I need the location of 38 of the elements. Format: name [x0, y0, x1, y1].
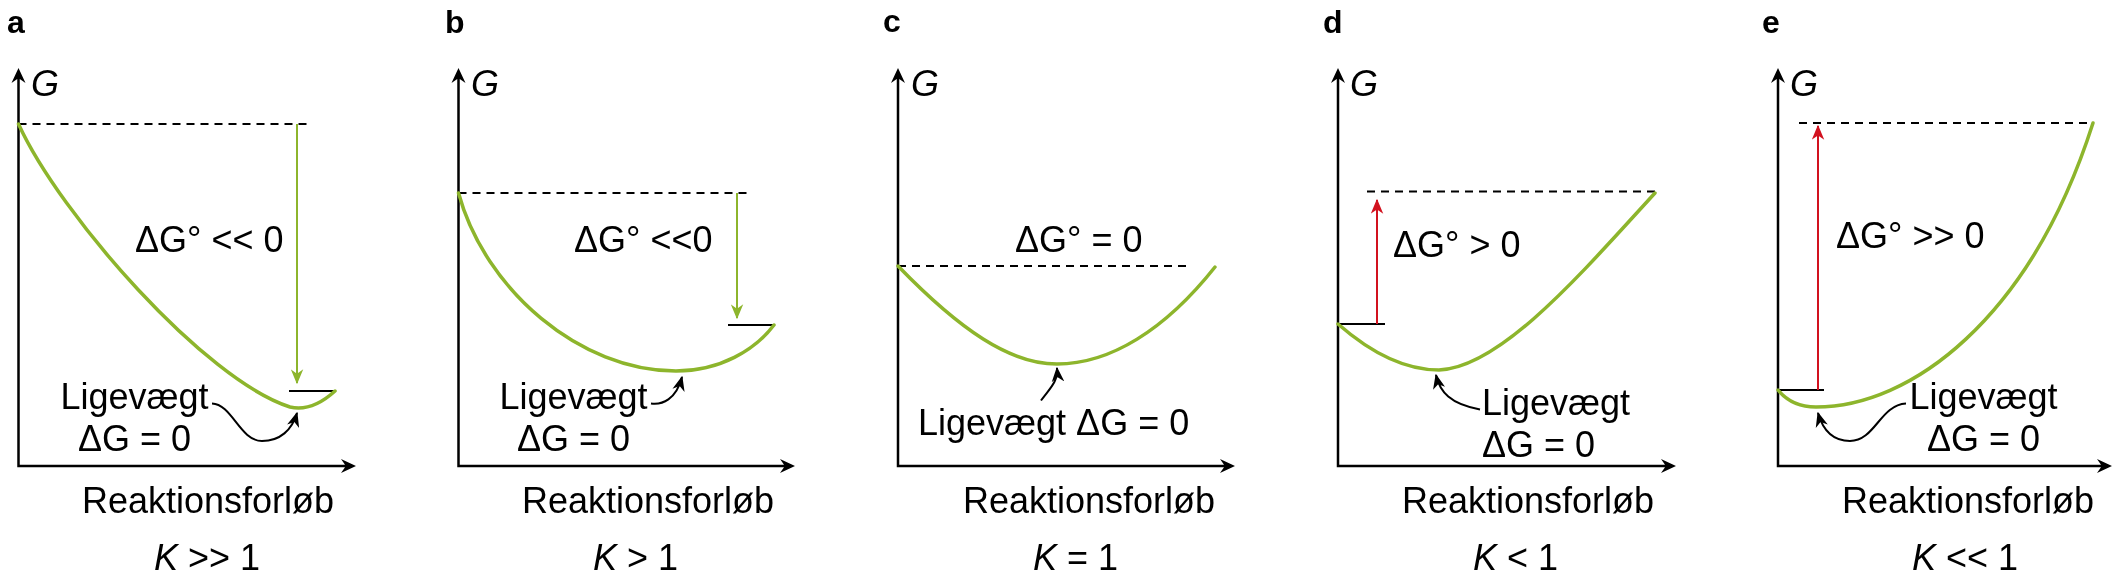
panel-letter: a — [7, 3, 25, 41]
axis-label: Reaktionsforløb — [1402, 479, 1655, 522]
panel-letter: d — [1323, 3, 1343, 41]
axis-label: G — [1350, 62, 1378, 105]
panel-caption: K < 1 — [1473, 536, 1559, 579]
axis-label: Reaktionsforløb — [1842, 479, 2095, 522]
axis-label: G — [31, 62, 59, 105]
axis-label: G — [911, 62, 939, 105]
energy-curve — [456, 191, 776, 373]
dimension-label: ΔG° = 0 — [1015, 218, 1143, 261]
panel-caption: K >> 1 — [154, 536, 261, 579]
panel-letter: e — [1762, 3, 1780, 41]
equilibrium-label: Ligevægt ΔG = 0 — [498, 375, 649, 460]
equilibrium-label: Ligevægt ΔG = 0 — [1482, 381, 1633, 466]
equilibrium-label: Ligevægt ΔG = 0 — [1908, 375, 2059, 460]
leader-line — [1816, 402, 1907, 442]
equilibrium-label: Ligevægt ΔG = 0 — [918, 401, 1190, 444]
dimension-label: ΔG° >> 0 — [1836, 214, 1985, 257]
leader-line — [1433, 373, 1481, 411]
axis-label: G — [471, 62, 499, 105]
panel-caption: K << 1 — [1912, 536, 2019, 579]
equilibrium-label: Ligevægt ΔG = 0 — [59, 375, 210, 460]
panel-letter: b — [445, 3, 465, 41]
panel-caption: K = 1 — [1033, 536, 1119, 579]
leader-line — [650, 375, 684, 405]
dimension-label: ΔG° > 0 — [1393, 223, 1521, 266]
axis-label: Reaktionsforløb — [963, 479, 1216, 522]
axis-label: Reaktionsforløb — [522, 479, 775, 522]
leader-line — [211, 402, 299, 442]
axis-label: Reaktionsforløb — [82, 479, 335, 522]
leader-line — [1040, 366, 1064, 402]
dimension-label: ΔG° <<0 — [574, 218, 713, 261]
axis-label: G — [1790, 62, 1818, 105]
panel-letter: c — [883, 2, 901, 40]
dimension-label: ΔG° << 0 — [135, 218, 284, 261]
energy-curve — [896, 264, 1217, 366]
energy-curve — [1336, 191, 1657, 372]
panel-caption: K > 1 — [593, 536, 679, 579]
